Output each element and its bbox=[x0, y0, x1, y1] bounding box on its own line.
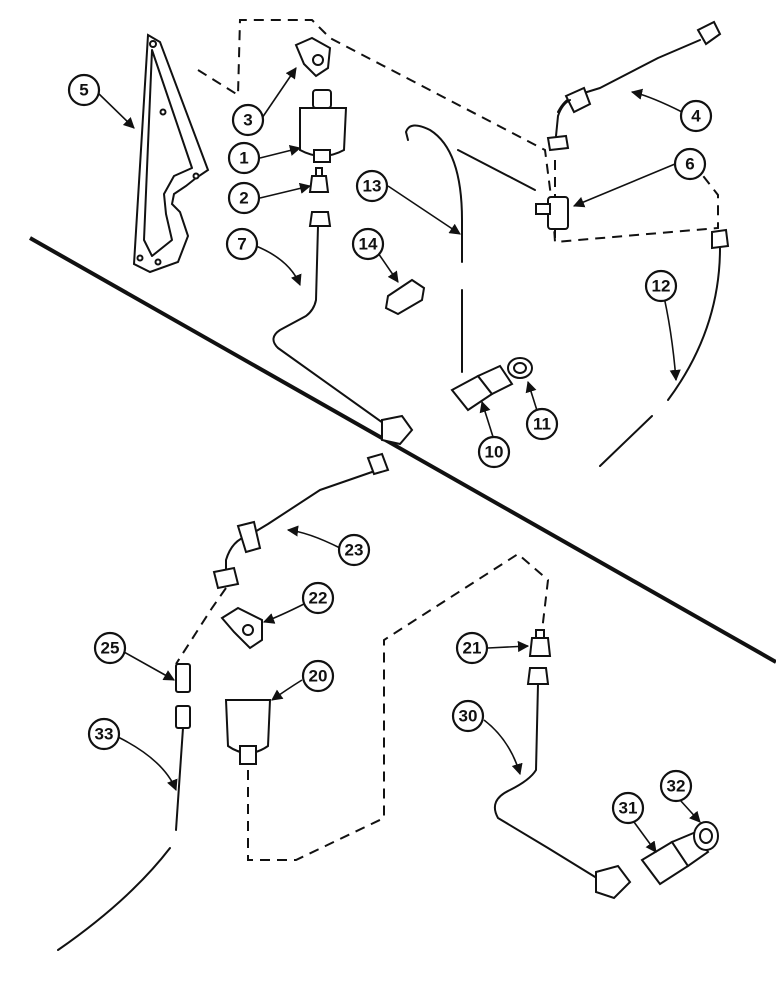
svg-text:20: 20 bbox=[309, 667, 328, 686]
svg-text:23: 23 bbox=[345, 541, 364, 560]
callout-23: 23 bbox=[337, 533, 371, 567]
filter-upper bbox=[299, 89, 348, 163]
callout-7: 7 bbox=[225, 227, 259, 261]
svg-text:14: 14 bbox=[359, 235, 378, 254]
clip-lower bbox=[220, 606, 263, 650]
fitting-upper bbox=[308, 167, 330, 193]
svg-text:7: 7 bbox=[237, 235, 246, 254]
callout-22: 22 bbox=[301, 581, 335, 615]
tube-23 bbox=[212, 452, 390, 590]
tube-13 bbox=[405, 124, 536, 373]
callout-31: 31 bbox=[611, 791, 645, 825]
callout-21: 21 bbox=[455, 631, 489, 665]
assembly-path-lower-2 bbox=[247, 552, 550, 861]
washer-upper bbox=[507, 357, 533, 379]
svg-text:31: 31 bbox=[619, 799, 638, 818]
svg-text:6: 6 bbox=[685, 155, 694, 174]
svg-text:13: 13 bbox=[363, 177, 382, 196]
svg-text:30: 30 bbox=[459, 707, 478, 726]
tube-upper bbox=[272, 211, 414, 446]
callout-11: 11 bbox=[525, 407, 559, 441]
svg-text:3: 3 bbox=[243, 111, 252, 130]
tube-12 bbox=[599, 228, 730, 467]
callout-30: 30 bbox=[451, 699, 485, 733]
callout-25: 25 bbox=[93, 631, 127, 665]
fitting-25 bbox=[175, 663, 191, 693]
callout-33: 33 bbox=[87, 717, 121, 751]
callout-12: 12 bbox=[644, 269, 678, 303]
switch-upper bbox=[450, 364, 514, 412]
callout-13: 13 bbox=[355, 169, 389, 203]
svg-text:22: 22 bbox=[309, 589, 328, 608]
section-divider-line bbox=[29, 236, 776, 664]
callout-20: 20 bbox=[301, 659, 335, 693]
svg-text:12: 12 bbox=[652, 277, 671, 296]
svg-text:21: 21 bbox=[463, 639, 482, 658]
callout-3: 3 bbox=[231, 103, 265, 137]
svg-text:10: 10 bbox=[485, 443, 504, 462]
callout-5: 5 bbox=[67, 73, 101, 107]
tee-fitting bbox=[535, 196, 569, 230]
svg-text:4: 4 bbox=[691, 107, 701, 126]
fitting-lower bbox=[528, 629, 552, 657]
svg-text:33: 33 bbox=[95, 725, 114, 744]
tube-33 bbox=[57, 705, 191, 951]
leader-lines bbox=[96, 67, 701, 853]
svg-text:25: 25 bbox=[101, 639, 120, 658]
assembly-path-lower-1 bbox=[175, 587, 227, 665]
callout-10: 10 bbox=[477, 435, 511, 469]
svg-text:11: 11 bbox=[533, 415, 551, 434]
svg-text:32: 32 bbox=[667, 777, 686, 796]
svg-text:5: 5 bbox=[79, 81, 88, 100]
callout-14: 14 bbox=[351, 227, 385, 261]
svg-text:2: 2 bbox=[239, 189, 248, 208]
callout-1: 1 bbox=[227, 141, 261, 175]
assembly-path-upper-1 bbox=[197, 19, 719, 244]
svg-text:1: 1 bbox=[239, 149, 248, 168]
callout-32: 32 bbox=[659, 769, 693, 803]
callout-2: 2 bbox=[227, 181, 261, 215]
tube-4 bbox=[546, 20, 722, 152]
washer-lower bbox=[693, 821, 719, 851]
tube-30 bbox=[494, 667, 632, 900]
callout-6: 6 bbox=[673, 147, 707, 181]
clip-upper bbox=[294, 36, 332, 78]
mounting-bracket bbox=[132, 33, 210, 274]
filter-lower bbox=[224, 699, 272, 765]
callout-4: 4 bbox=[679, 99, 713, 133]
clip-14 bbox=[384, 278, 426, 316]
